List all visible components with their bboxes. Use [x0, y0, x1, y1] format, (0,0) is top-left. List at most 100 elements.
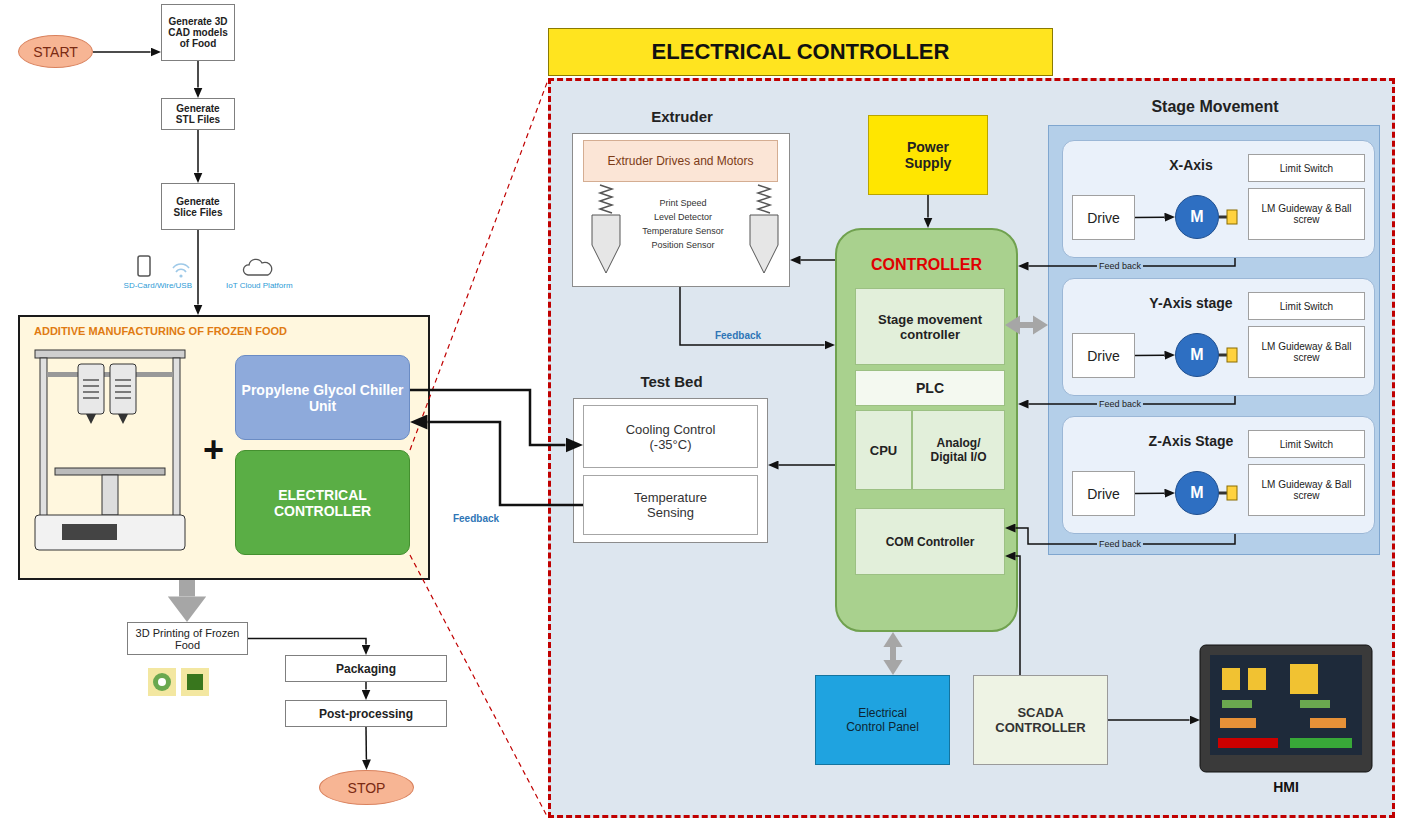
hmi-terminal-label: HMI — [1200, 779, 1372, 795]
zoom-guide-line — [410, 80, 548, 450]
test-bed-box: Test BedCooling Control (-35°C)Temperatu… — [573, 398, 768, 543]
stop-terminal-label: STOP — [348, 780, 386, 796]
axis-stage-label: X-Axis — [1141, 157, 1241, 173]
drive-box-label: Drive — [1087, 348, 1120, 364]
text-holder: Stage movement controller — [856, 289, 1004, 364]
controller-module-label: CPU — [870, 443, 897, 458]
control-panel-box: Electrical Control Panel — [815, 675, 950, 765]
controller-module-label: COM Controller — [886, 535, 975, 549]
text-holder: Limit Switch — [1249, 293, 1364, 319]
hmi-screen — [1200, 645, 1372, 772]
drive-box-label: Drive — [1087, 210, 1120, 226]
motor-symbol: M — [1175, 471, 1219, 515]
text-holder: Limit Switch — [1249, 431, 1364, 457]
food-image — [153, 673, 171, 691]
drive-box: Drive — [1072, 195, 1135, 240]
text-holder: Propylene Glycol Chiller Unit — [236, 356, 409, 439]
text-holder: 3D Printing of Frozen Food — [128, 623, 247, 654]
hmi-widget — [1300, 700, 1330, 708]
flow-arrow — [197, 130, 199, 173]
printer-frame — [40, 358, 47, 516]
axis-stage-label: Z-Axis Stage — [1141, 433, 1241, 449]
extruder-box-label: Print Speed — [631, 198, 735, 208]
text-holder: Drive — [1073, 196, 1134, 239]
zoom-guide-line — [410, 555, 548, 818]
flow-arrow — [410, 390, 566, 445]
edge-label: Feedback — [451, 513, 501, 524]
text-holder: COM Controller — [856, 509, 1004, 574]
printer-head — [78, 364, 104, 414]
process-box-label: Post-processing — [319, 707, 413, 721]
text-holder: LM Guideway & Ball screw — [1249, 189, 1364, 239]
food-image — [158, 678, 166, 686]
stage-panel-label: Stage Movement — [1049, 98, 1381, 116]
axis-stage: Y-Axis stageDriveMLimit SwitchLM Guidewa… — [1062, 278, 1375, 396]
food-image — [148, 668, 176, 696]
axis-stage: Z-Axis StageDriveMLimit SwitchLM Guidewa… — [1062, 416, 1375, 534]
text-holder: CPU — [856, 411, 911, 489]
process-box-label: Generate STL Files — [167, 103, 229, 125]
controller-block: CONTROLLERStage movement controllerPLCCP… — [835, 228, 1018, 632]
controller-module: CPU — [855, 410, 912, 490]
controller-region-label: ELECTRICAL CONTROLLER — [548, 28, 1053, 76]
extruder-nozzle — [750, 215, 778, 273]
start-terminal-label: START — [33, 44, 78, 60]
hmi-button — [1218, 738, 1278, 748]
process-box-label: Generate Slice Files — [167, 196, 229, 218]
text-holder: Analog/ Digital I/O — [913, 411, 1004, 489]
limit-switch-box: Limit Switch — [1248, 292, 1365, 320]
text-holder: Electrical Control Panel — [816, 676, 949, 764]
wifi-icon — [173, 264, 189, 272]
hmi-widget — [1222, 668, 1240, 690]
process-box: Generate STL Files — [161, 98, 235, 130]
limit-switch-box: Limit Switch — [1248, 430, 1365, 458]
test-bed-module: Cooling Control (-35°C) — [583, 405, 758, 468]
flow-arrow — [197, 230, 199, 305]
power-supply-box: Power Supply — [868, 115, 988, 195]
text-holder: LM Guideway & Ball screw — [1249, 327, 1364, 377]
controller-module-label: Analog/ Digital I/O — [918, 436, 999, 464]
motor-encoder — [1227, 348, 1237, 362]
flow-arrow — [93, 51, 151, 53]
block-arrow — [179, 580, 195, 596]
text-holder: Extruder Drives and Motors — [584, 141, 777, 181]
text-holder: Post-processing — [286, 701, 446, 726]
limit-switch-box: Limit Switch — [1248, 154, 1365, 182]
text-holder: Packaging — [286, 656, 446, 681]
motor-symbol: M — [1175, 333, 1219, 377]
test-bed-module-label: Cooling Control (-35°C) — [616, 422, 726, 452]
limit-switch-box-label: Limit Switch — [1280, 301, 1333, 312]
test-bed-module: Temperature Sensing — [583, 475, 758, 535]
flow-arrow — [1108, 719, 1190, 721]
phone-icon — [138, 256, 150, 276]
process-box: Generate 3D CAD models of Food — [161, 4, 235, 61]
text-holder: Limit Switch — [1249, 155, 1364, 181]
extruder-box-label: Extruder — [573, 108, 791, 125]
process-box: Packaging — [285, 655, 447, 682]
printer-bed-support — [102, 475, 118, 515]
food-image — [187, 674, 203, 690]
guideway-box: LM Guideway & Ball screw — [1248, 188, 1365, 240]
guideway-box: LM Guideway & Ball screw — [1248, 464, 1365, 516]
controller-module-label: PLC — [916, 380, 944, 396]
flow-arrow — [1135, 492, 1165, 494]
limit-switch-box-label: Limit Switch — [1280, 439, 1333, 450]
text-holder: Generate Slice Files — [162, 184, 234, 229]
edge-label: Feedback — [713, 330, 763, 341]
controller-module: Stage movement controller — [855, 288, 1005, 365]
motor-encoder — [1227, 210, 1237, 224]
plus-sign: + — [203, 432, 224, 468]
controller-module-label: Stage movement controller — [861, 312, 999, 342]
flow-arrow — [927, 195, 929, 218]
motor-shaft — [1219, 492, 1227, 495]
text-holder: LM Guideway & Ball screw — [1249, 465, 1364, 515]
extruder-spring — [600, 185, 612, 213]
text-holder: Drive — [1073, 334, 1134, 377]
drive-box: Drive — [1072, 333, 1135, 378]
test-bed-module-label: Temperature Sensing — [616, 490, 726, 520]
text-holder: SCADA CONTROLLER — [974, 676, 1107, 764]
text-holder: Power Supply — [869, 116, 987, 194]
hmi-widget — [1248, 668, 1266, 690]
